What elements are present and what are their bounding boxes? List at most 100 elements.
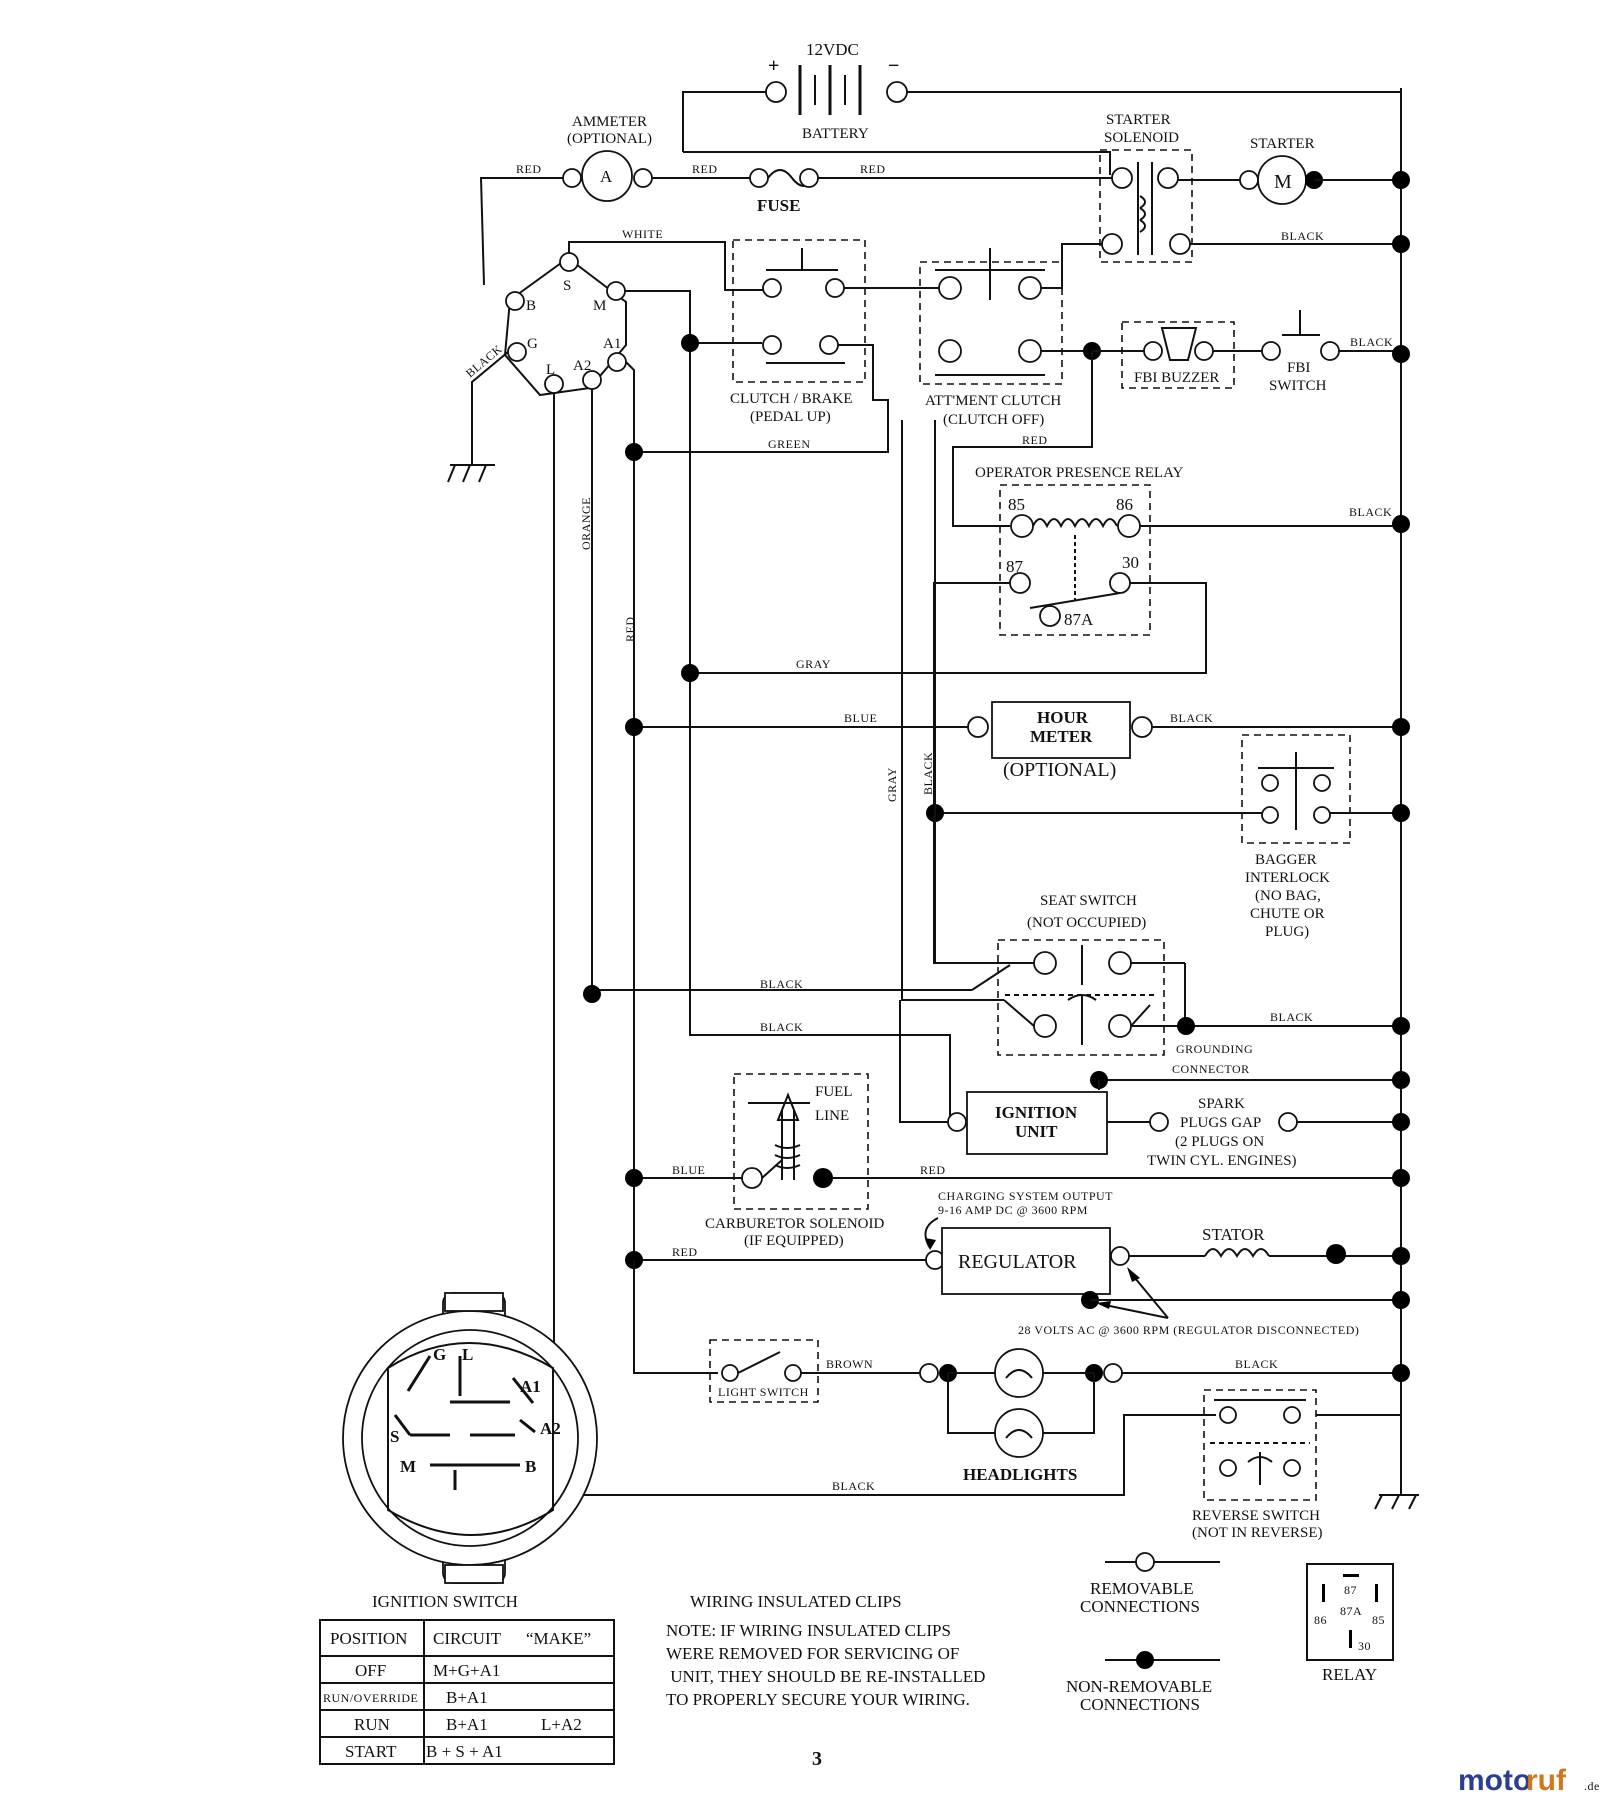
opr-87: 87 <box>1006 557 1024 576</box>
hour-meter: BLUE HOUR METER (OPTIONAL) BLACK <box>625 701 1410 781</box>
hour-meter-label-2: METER <box>1030 727 1093 746</box>
nonremovable-label-2: CONNECTIONS <box>1080 1695 1200 1714</box>
clips-title: WIRING INSULATED CLIPS <box>690 1592 902 1611</box>
stator-label: STATOR <box>1202 1225 1265 1244</box>
spark-label-1: SPARK <box>1198 1096 1245 1112</box>
row-start-circuit: B + S + A1 <box>426 1742 503 1761</box>
seat-switch-label-1: SEAT SWITCH <box>1040 893 1137 909</box>
spark-label-4: TWIN CYL. ENGINES) <box>1147 1153 1297 1169</box>
wire-gray-opr: GRAY <box>796 657 831 671</box>
ignition-unit-label-2: UNIT <box>1015 1122 1058 1141</box>
watermark-logo: moto ruf .de <box>1458 1764 1599 1797</box>
reverse-label-1: REVERSE SWITCH <box>1192 1508 1320 1524</box>
relay-30: 30 <box>1358 1639 1371 1653</box>
wire-green: GREEN <box>768 437 811 451</box>
clips-line-4: TO PROPERLY SECURE YOUR WIRING. <box>666 1690 970 1709</box>
wire-white: WHITE <box>622 227 663 241</box>
relay-87a: 87A <box>1340 1604 1362 1618</box>
relay-label: RELAY <box>1322 1665 1377 1684</box>
wire-blue-carb: BLUE <box>672 1163 705 1177</box>
wire-black-ground: BLACK <box>463 342 505 380</box>
attachment-clutch-label-2: (CLUTCH OFF) <box>943 412 1044 428</box>
spark-label-2: PLUGS GAP <box>1180 1115 1261 1131</box>
hour-meter-label-1: HOUR <box>1037 708 1089 727</box>
battery-label: BATTERY <box>802 126 869 142</box>
relay-87: 87 <box>1344 1583 1357 1597</box>
term-m: M <box>593 298 606 314</box>
removable-label-1: REMOVABLE <box>1090 1579 1194 1598</box>
clips-note: WIRING INSULATED CLIPS NOTE: IF WIRING I… <box>666 1592 985 1709</box>
fuel-line-label-2: LINE <box>815 1108 849 1124</box>
row-start-position: START <box>345 1742 397 1761</box>
bagger-label-5: PLUG) <box>1265 924 1309 940</box>
opr-30: 30 <box>1122 553 1139 572</box>
wire-black-opr: BLACK <box>1349 505 1392 519</box>
opr-87a: 87A <box>1064 610 1094 629</box>
face-s: S <box>390 1427 399 1446</box>
fbi-switch-label-2: SWITCH <box>1269 378 1327 394</box>
grounding-label-2: CONNECTOR <box>1172 1062 1250 1076</box>
legend-removable: REMOVABLE CONNECTIONS <box>1080 1552 1220 1616</box>
legend-nonremovable: NON-REMOVABLE CONNECTIONS <box>1066 1651 1220 1714</box>
seat-switch-label-2: (NOT OCCUPIED) <box>1027 915 1146 931</box>
face-l: L <box>462 1345 473 1364</box>
page-number: 3 <box>812 1748 822 1770</box>
carb-label-2: (IF EQUIPPED) <box>744 1233 844 1249</box>
th-circuit: CIRCUIT <box>433 1629 502 1648</box>
fbi-buzzer: FBI BUZZER <box>1092 321 1262 389</box>
bagger-label-4: CHUTE OR <box>1250 906 1325 922</box>
wire-black-seat: BLACK <box>760 977 803 991</box>
volts-ac-label: 28 VOLTS AC @ 3600 RPM (REGULATOR DISCON… <box>1018 1323 1359 1337</box>
seat-switch: SEAT SWITCH (NOT OCCUPIED) BLACK BLACK B… <box>583 893 1410 1076</box>
wire-red-fuse-out: RED <box>860 162 886 176</box>
term-g: G <box>527 336 538 352</box>
watermark-part2: ruf <box>1526 1764 1567 1797</box>
relay-86: 86 <box>1314 1613 1327 1627</box>
carburetor-solenoid: FUEL LINE BLUE RED CARBURETOR SOLENOID (… <box>625 1073 1410 1249</box>
charging-label-1: CHARGING SYSTEM OUTPUT <box>938 1189 1113 1203</box>
bagger-label-1: BAGGER <box>1255 852 1317 868</box>
ammeter-label-2: (OPTIONAL) <box>567 131 652 147</box>
battery-negative: − <box>888 55 899 77</box>
term-l: L <box>546 362 555 378</box>
wire-red-fuse-in: RED <box>692 162 718 176</box>
opr-86: 86 <box>1116 495 1133 514</box>
bagger-interlock: BAGGER INTERLOCK (NO BAG, CHUTE OR PLUG) <box>926 734 1410 940</box>
battery-positive: + <box>768 55 779 77</box>
row-override-circuit: B+A1 <box>446 1688 488 1707</box>
clips-line-2: WERE REMOVED FOR SERVICING OF <box>666 1644 959 1663</box>
bagger-label-2: INTERLOCK <box>1245 870 1330 886</box>
row-off-position: OFF <box>355 1661 386 1680</box>
light-switch: LIGHT SWITCH BROWN <box>633 1260 939 1403</box>
wire-black-headlight: BLACK <box>1235 1357 1278 1371</box>
wire-brown: BROWN <box>826 1357 873 1371</box>
ignition-unit: IGNITION UNIT SPARK PLUGS GAP (2 PLUGS O… <box>899 1000 1410 1169</box>
fuel-line-label-1: FUEL <box>815 1084 853 1100</box>
fuse: RED RED FUSE <box>652 162 1112 215</box>
spark-label-3: (2 PLUGS ON <box>1175 1134 1264 1150</box>
term-b: B <box>526 298 536 314</box>
wire-black-fbi: BLACK <box>1350 335 1393 349</box>
wire-black-grounding: BLACK <box>1270 1010 1313 1024</box>
ignition-unit-label-1: IGNITION <box>995 1103 1078 1122</box>
headlights: BLACK HEADLIGHTS <box>939 1348 1410 1484</box>
relay-85: 85 <box>1372 1613 1385 1627</box>
starter-label: STARTER <box>1250 136 1315 152</box>
fbi-buzzer-label: FBI BUZZER <box>1134 370 1219 386</box>
ignition-switch-terminals: S M B G A1 L A2 BLACK WHITE ORANGE RED <box>447 227 951 1496</box>
headlights-label: HEADLIGHTS <box>963 1465 1077 1484</box>
face-m: M <box>400 1457 416 1476</box>
wire-black-vertical-label: BLACK <box>921 752 935 795</box>
battery-voltage: 12VDC <box>806 40 859 59</box>
ignition-switch-title: IGNITION SWITCH <box>372 1592 518 1611</box>
clutch-brake-label-2: (PEDAL UP) <box>750 409 831 425</box>
regulator: CHARGING SYSTEM OUTPUT 9-16 AMP DC @ 360… <box>625 1189 1410 1337</box>
wire-orange: ORANGE <box>579 497 593 550</box>
ammeter-label-1: AMMETER <box>572 114 647 130</box>
hour-meter-optional: (OPTIONAL) <box>1003 759 1116 781</box>
face-a2: A2 <box>540 1419 561 1438</box>
bagger-label-3: (NO BAG, <box>1255 888 1321 904</box>
face-a1: A1 <box>520 1377 541 1396</box>
clutch-brake-switch: GREEN CLUTCH / BRAKE (PEDAL UP) <box>625 239 940 461</box>
